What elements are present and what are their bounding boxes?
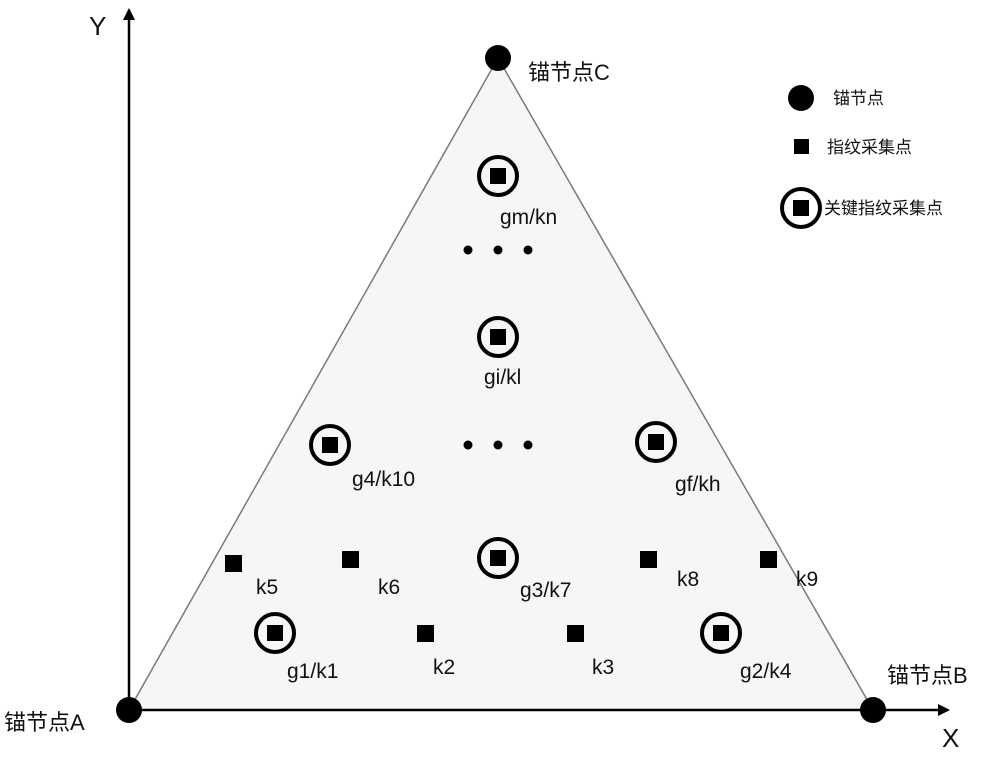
key-point-g4 (309, 424, 351, 466)
key-point-gi (477, 316, 519, 358)
legend-anchor-label: 锚节点 (833, 89, 884, 108)
fingerprint-point-k8 (640, 551, 657, 568)
label-k8: k8 (677, 568, 699, 591)
label-g4: g4/k10 (352, 468, 415, 491)
label-g3: g3/k7 (520, 579, 571, 602)
ellipsis-upper (463, 245, 533, 255)
key-point-gm (477, 155, 519, 197)
legend-fingerprint-symbol (794, 139, 809, 154)
label-k9: k9 (796, 568, 818, 591)
anchor-node-b (860, 697, 886, 723)
label-k2: k2 (433, 656, 455, 679)
label-gf: gf/kh (675, 473, 721, 496)
x-axis-label: X (942, 723, 959, 753)
legend-key-fingerprint-square (793, 200, 809, 216)
fingerprint-point-k3 (567, 625, 584, 642)
y-axis-label: Y (89, 11, 106, 41)
label-k5: k5 (256, 576, 278, 599)
legend-key-fingerprint-label: 关键指纹采集点 (824, 199, 943, 218)
key-point-gf (635, 421, 677, 463)
label-k6: k6 (378, 576, 400, 599)
legend-anchor-symbol (788, 85, 814, 111)
anchor-label-b: 锚节点B (887, 663, 968, 688)
anchor-node-a (116, 697, 142, 723)
fingerprint-point-k5 (225, 555, 242, 572)
key-point-g2 (700, 612, 742, 654)
label-gi: gi/kl (484, 366, 521, 389)
ellipsis-middle (463, 440, 533, 450)
anchor-label-c: 锚节点C (528, 60, 610, 85)
fingerprint-point-k6 (342, 551, 359, 568)
legend-fingerprint-label: 指纹采集点 (827, 138, 912, 157)
label-gm: gm/kn (500, 206, 557, 229)
label-k3: k3 (592, 656, 614, 679)
legend: 锚节点 指纹采集点 关键指纹采集点 (780, 85, 943, 229)
label-g1: g1/k1 (287, 660, 338, 683)
fingerprint-point-k2 (417, 625, 434, 642)
legend-key-fingerprint-ring (780, 187, 822, 229)
fingerprint-point-k9 (760, 551, 777, 568)
key-point-g3 (477, 537, 519, 579)
anchor-label-a: 锚节点A (4, 710, 85, 735)
label-g2: g2/k4 (740, 660, 792, 683)
key-point-g1 (254, 612, 296, 654)
anchor-node-c (485, 45, 511, 71)
